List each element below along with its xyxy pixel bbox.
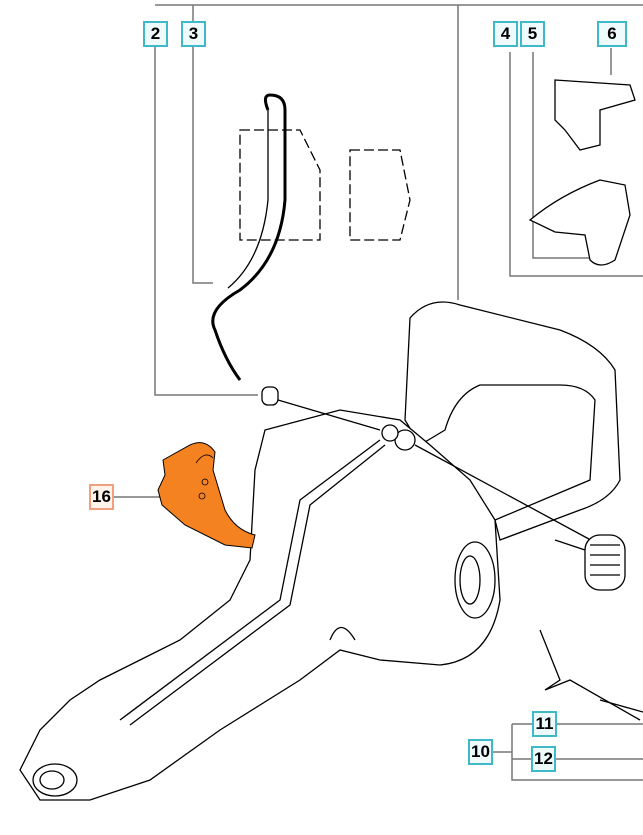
part-label-12[interactable]: 12 bbox=[531, 746, 556, 772]
part-label-5[interactable]: 5 bbox=[520, 21, 545, 47]
chainsaw-handle-drawing bbox=[19, 79, 643, 801]
part-label-2[interactable]: 2 bbox=[143, 21, 168, 47]
part-label-4[interactable]: 4 bbox=[493, 21, 518, 47]
part-label-10[interactable]: 10 bbox=[468, 739, 493, 765]
part-16-highlight[interactable] bbox=[157, 442, 256, 549]
part-label-3[interactable]: 3 bbox=[181, 21, 206, 47]
part-label-11[interactable]: 11 bbox=[532, 711, 557, 737]
part-label-16[interactable]: 16 bbox=[89, 484, 114, 510]
leader-lines bbox=[113, 4, 643, 781]
part-label-6[interactable]: 6 bbox=[597, 21, 627, 47]
